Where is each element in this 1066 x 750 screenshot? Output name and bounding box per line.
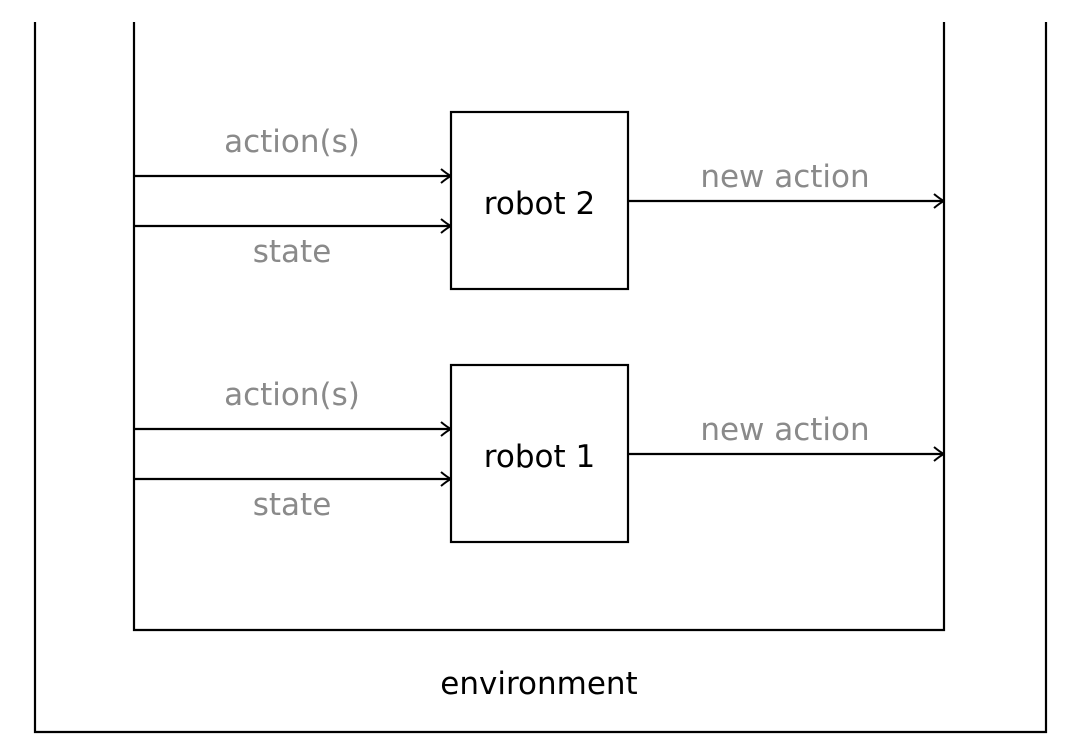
robot-1-group: robot 1 action(s) state new action [134, 363, 944, 544]
environment-label: environment [440, 666, 637, 702]
robot-2-output-label: new action [700, 159, 869, 195]
robot-1-output-label: new action [700, 412, 869, 448]
robot-1-action-input-label: action(s) [224, 377, 360, 413]
robot-1-label: robot 1 [484, 439, 595, 475]
robot-1-state-input-label: state [253, 487, 332, 523]
robot-2-state-input-label: state [253, 234, 332, 270]
robot-2-label: robot 2 [484, 186, 595, 222]
robot-2-group: robot 2 action(s) state new action [134, 110, 944, 291]
environment-inner-border [132, 22, 946, 632]
environment-outer-border [33, 22, 1048, 734]
robot-2-action-input-label: action(s) [224, 124, 360, 160]
